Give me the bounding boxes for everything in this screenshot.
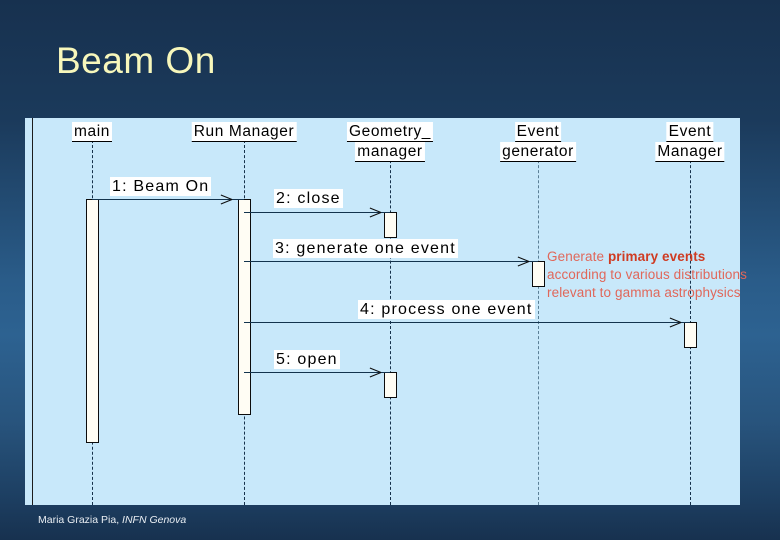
activation-geometry-open — [384, 372, 397, 398]
panel-left-border — [32, 118, 33, 505]
activation-run-manager — [238, 199, 251, 415]
object-head-main[interactable]: main — [72, 122, 112, 142]
message-line-1 — [92, 199, 244, 200]
message-line-5 — [244, 372, 390, 373]
footer-affiliation: INFN Genova — [122, 514, 187, 526]
message-label-2[interactable]: 2: close — [274, 189, 343, 208]
activation-event-generator — [532, 261, 545, 287]
sequence-diagram-panel: main Run Manager Geometry_ manager Event… — [25, 118, 740, 505]
object-head-main-label: main — [72, 122, 112, 142]
object-head-geometry-manager-label-2: manager — [355, 142, 425, 162]
message-line-2 — [244, 212, 390, 213]
object-head-geometry-manager-label-1: Geometry_ — [346, 122, 434, 142]
footer-author: Maria Grazia Pia, — [38, 514, 120, 526]
object-head-event-manager[interactable]: Event Manager — [655, 122, 725, 162]
activation-geometry-close — [384, 212, 397, 238]
message-line-3 — [244, 261, 538, 262]
object-head-run-manager-label: Run Manager — [191, 122, 297, 142]
annotation-prefix: Generate — [547, 249, 608, 264]
object-head-geometry-manager[interactable]: Geometry_ manager — [346, 122, 434, 162]
slide-footer: Maria Grazia Pia, INFN Genova — [38, 514, 186, 527]
object-head-event-manager-label-1: Event — [666, 122, 714, 142]
object-head-event-generator-label-2: generator — [500, 142, 576, 162]
annotation-primary-events: Generate primary events according to var… — [547, 248, 747, 302]
activation-event-manager — [684, 322, 697, 348]
message-label-1[interactable]: 1: Beam On — [110, 177, 212, 196]
message-label-3[interactable]: 3: generate one event — [273, 239, 458, 258]
object-head-event-generator-label-1: Event — [514, 122, 562, 142]
object-head-run-manager[interactable]: Run Manager — [191, 122, 297, 142]
message-line-4 — [244, 322, 690, 323]
message-label-5[interactable]: 5: open — [274, 350, 340, 369]
annotation-rest: according to various distributions relev… — [547, 267, 748, 300]
annotation-emphasis: primary events — [607, 249, 706, 264]
object-head-event-manager-label-2: Manager — [655, 142, 725, 162]
message-label-4[interactable]: 4: process one event — [358, 300, 535, 319]
object-head-event-generator[interactable]: Event generator — [500, 122, 576, 162]
page-title: Beam On — [56, 40, 216, 81]
activation-main — [86, 199, 99, 443]
